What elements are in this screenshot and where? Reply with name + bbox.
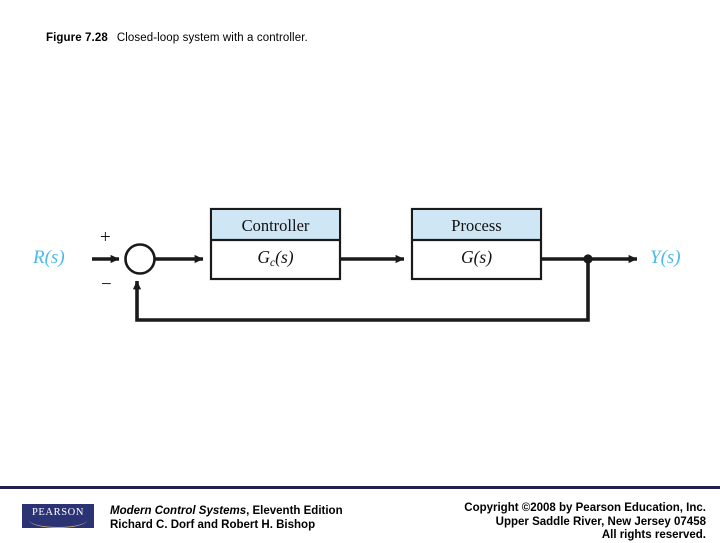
footer-divider — [0, 486, 720, 489]
footer-book-info: Modern Control Systems, Eleventh Edition… — [110, 504, 343, 532]
pearson-logo-swoosh-icon — [29, 520, 87, 528]
output-label-ys: Y(s) — [650, 247, 681, 268]
book-title: Modern Control Systems — [110, 505, 247, 517]
process-transfer-function: G(s) — [412, 247, 541, 269]
figure-number: Figure 7.28 — [46, 32, 108, 44]
copyright-line-2: Upper Saddle River, New Jersey 07458 — [495, 515, 706, 528]
controller-tf-main: G — [257, 247, 271, 267]
controller-transfer-function: Gc(s) — [211, 247, 340, 269]
controller-header-label: Controller — [241, 216, 310, 235]
plus-sign-label: + — [100, 227, 111, 248]
block-diagram: Controller Gc(s) Process G(s) R(s) Y(s) … — [33, 207, 681, 322]
copyright-line-1: Copyright ©2008 by Pearson Education, In… — [464, 502, 706, 514]
process-header-label: Process — [451, 216, 502, 235]
controller-tf-subscript: c — [270, 257, 276, 270]
summing-junction — [124, 243, 156, 275]
process-tf-main: G — [460, 247, 474, 267]
block-diagram-svg — [92, 207, 638, 322]
footer-copyright: Copyright ©2008 by Pearson Education, In… — [464, 502, 706, 543]
process-tf-tail: (s) — [473, 247, 493, 267]
figure-caption: Figure 7.28 Closed-loop system with a con… — [46, 32, 308, 44]
pearson-logo: PEARSON — [22, 504, 94, 528]
process-block-header — [413, 210, 540, 241]
copyright-line-3: All rights reserved. — [601, 529, 706, 541]
footer-book-title-line: Modern Control Systems, Eleventh Edition — [110, 504, 343, 518]
input-label-rs: R(s) — [33, 247, 65, 268]
minus-sign-label: − — [101, 274, 112, 295]
pearson-logo-text: PEARSON — [31, 507, 85, 518]
controller-block-header — [212, 210, 339, 241]
controller-tf-tail: (s) — [275, 247, 294, 267]
book-edition: , Eleventh Edition — [246, 505, 343, 517]
book-authors: Richard C. Dorf and Robert H. Bishop — [110, 519, 316, 531]
figure-title: Closed-loop system with a controller. — [116, 32, 308, 44]
feedback-path — [132, 259, 590, 322]
